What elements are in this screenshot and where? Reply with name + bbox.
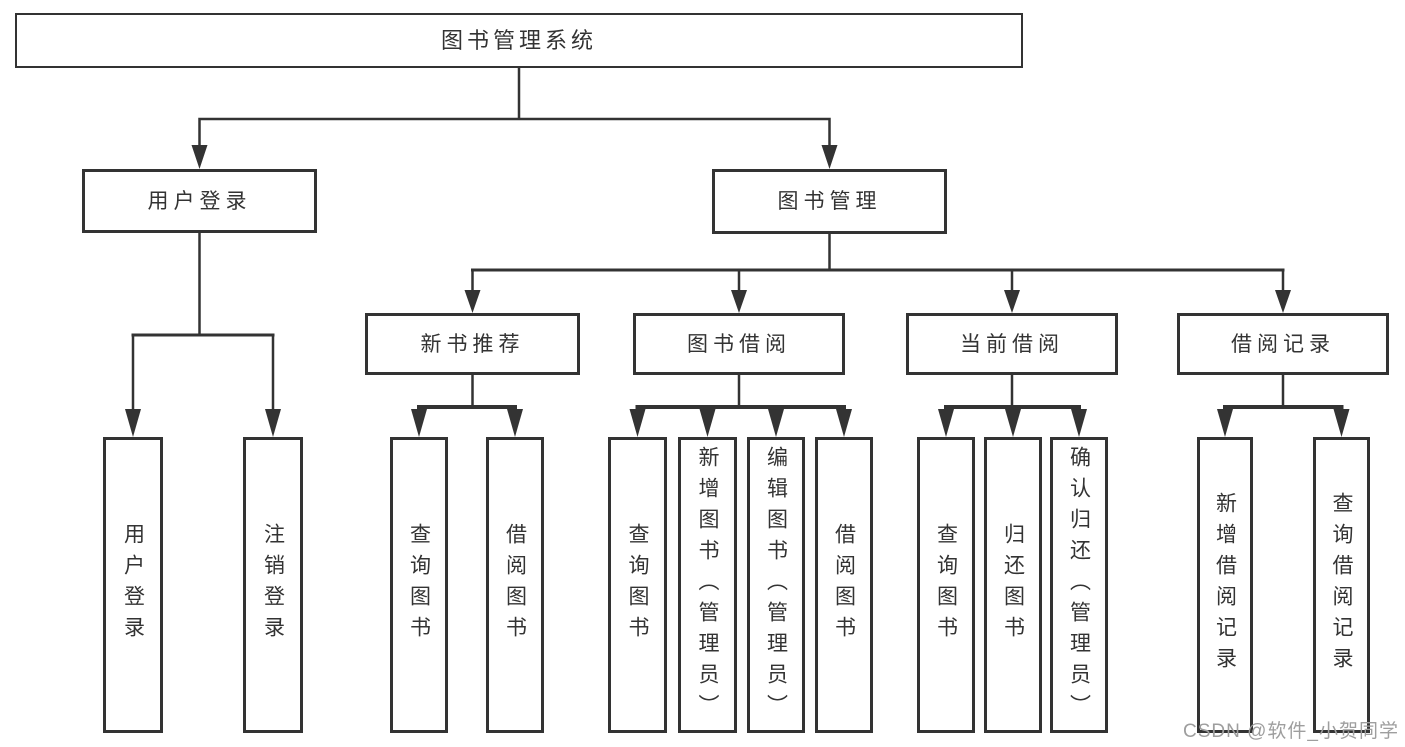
leaf-edit-book-admin: 编辑图书（管理员） bbox=[747, 437, 805, 733]
connector-arrowheads bbox=[125, 145, 1350, 437]
leaf-user-login: 用户登录 bbox=[103, 437, 163, 733]
node-system-root: 图书管理系统 bbox=[15, 13, 1023, 68]
node-book-management: 图书管理 bbox=[712, 169, 947, 234]
leaf-query-books-borrowing: 查询图书 bbox=[608, 437, 667, 733]
leaf-logout: 注销登录 bbox=[243, 437, 303, 733]
node-borrowing-records: 借阅记录 bbox=[1177, 313, 1389, 375]
leaf-query-borrow-record: 查询借阅记录 bbox=[1313, 437, 1370, 733]
leaf-query-books-current: 查询图书 bbox=[917, 437, 975, 733]
leaf-borrow-books-borrowing: 借阅图书 bbox=[815, 437, 873, 733]
node-user-login-group: 用户登录 bbox=[82, 169, 317, 233]
node-book-borrowing: 图书借阅 bbox=[633, 313, 845, 375]
leaf-new-borrow-record: 新增借阅记录 bbox=[1197, 437, 1253, 733]
leaf-return-books: 归还图书 bbox=[984, 437, 1042, 733]
connector-edges bbox=[131, 66, 1344, 413]
leaf-confirm-return-admin: 确认归还（管理员） bbox=[1050, 437, 1108, 733]
leaf-query-books-recommend: 查询图书 bbox=[390, 437, 448, 733]
node-new-book-recommendation: 新书推荐 bbox=[365, 313, 580, 375]
leaf-borrow-books-recommend: 借阅图书 bbox=[486, 437, 544, 733]
csdn-watermark: CSDN @软件_小贺同学 bbox=[1183, 721, 1399, 742]
node-current-borrowing: 当前借阅 bbox=[906, 313, 1118, 375]
leaf-add-book-admin: 新增图书（管理员） bbox=[678, 437, 737, 733]
